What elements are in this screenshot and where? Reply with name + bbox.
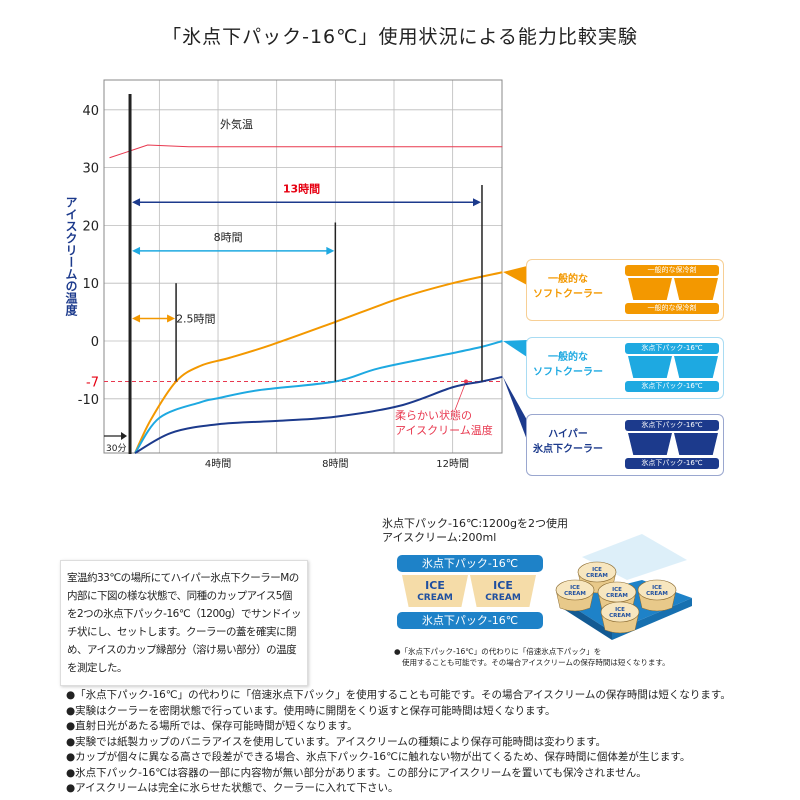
callout-soft-cooler-standard-pack: 一般的なソフトクーラー 一般的な保冷剤 一般的な保冷剤 [526,259,724,321]
experiment-description: 室温約33℃の場所にてハイパー氷点下クーラーMの内部に下図の様な状態で、同種のカ… [67,572,302,674]
callout-label: ハイパー [548,429,588,440]
setup-line1: 氷点下パック-16℃:1200gを2つ使用 [382,517,569,530]
callout-pointer [503,377,527,440]
series-line-3 [134,375,503,455]
note-item: ●実験では紙製カップのバニラアイスを使用しています。アイスクリームの種類により保… [66,735,607,748]
note-item: ●「氷点下パック-16℃」の代わりに「倍速氷点下パック」を使用することも可能です… [66,689,731,701]
svg-text:ICE: ICE [652,585,662,591]
plot-frame [103,79,503,454]
setup-line2: アイスクリーム:200ml [382,531,497,544]
svg-text:CREAM: CREAM [586,573,608,579]
note-item: ●実験はクーラーを密閉状態で行っています。使用時に開閉をくり返すと保存可能時間は… [66,704,556,717]
pack-bar: 氷点下パック-16℃ [625,343,719,354]
pack-bar: 一般的な保冷剤 [625,265,719,276]
y-tick-label: 0 [91,335,99,350]
cup-text: ICE [425,579,445,592]
span-arrow-head [472,198,481,207]
threshold-leader [454,381,467,411]
span-arrow-head [132,246,141,255]
callout-label: 一般的な [548,352,588,363]
y-axis-label: アイスクリームの温度 [64,196,78,316]
cup-shape [628,356,672,378]
cup-shape [674,356,718,378]
series-line-2 [134,340,503,454]
pack-bar: 氷点下パック-16℃ [625,381,719,392]
note-item: ●氷点下パック-16℃は容器の一部に内容物が無い部分があります。この部分にアイス… [66,766,647,779]
callout-pointer [503,266,527,285]
x-tick-label: 4時間 [205,458,231,470]
span-label: 13時間 [283,181,320,195]
notes-list: ●「氷点下パック-16℃」の代わりに「倍速氷点下パック」を使用することも可能です… [66,688,731,797]
svg-text:ICE: ICE [612,587,622,593]
start-label: 30分 [106,443,126,454]
callout-label: ソフトクーラー [533,367,603,378]
setup-note-line2: 使用することも可能です。その場合アイスクリームの保存時間は短くなります。 [402,658,670,667]
setup-note: ●「氷点下パック-16℃」の代わりに「倍速氷点下パック」を 使用することも可能で… [394,646,670,668]
svg-text:CREAM: CREAM [564,591,586,597]
callout-hyper-cooler: ハイパー氷点下クーラー 氷点下パック-16℃ 氷点下パック-16℃ [526,414,724,476]
pack-bar: 氷点下パック-16℃ [625,458,719,469]
span-label: 2.5時間 [176,312,216,325]
page-title: 「氷点下パック-16℃」使用状況による能力比較実験 [162,26,638,48]
start-arrow-head [121,432,128,440]
callout-pointer [503,340,527,357]
span-arrow-head [167,314,176,323]
pack-bar: 氷点下パック-16℃ [625,420,719,431]
cup-shape [628,433,672,455]
svg-text:ICE: ICE [615,607,625,613]
series-line-1 [134,271,503,454]
cup-shape [628,278,672,300]
pack-bottom: 氷点下パック-16℃ [397,612,543,629]
temperature-chart: 40 30 20 10 0 -7 -10 4時間 8時間 12時間 柔らかい状態のアイスクリーム温度… [78,79,527,470]
callout-label: 一般的な [548,274,588,285]
span-arrow-head [132,314,141,323]
note-item: ●カップが個々に異なる高さで段差ができる場合、氷点下パック-16℃に触れない物が… [66,751,691,763]
series-line-outside-temp [109,144,503,159]
pack-bar: 一般的な保冷剤 [625,303,719,314]
note-item: ●直射日光があたる場所では、保存可能時間が短くなります。 [66,720,358,732]
setup-specs: 氷点下パック-16℃:1200gを2つ使用 アイスクリーム:200ml [382,517,568,545]
svg-text:CREAM: CREAM [609,613,631,619]
x-tick-label: 8時間 [322,458,348,470]
svg-text:CREAM: CREAM [646,591,668,597]
svg-text:ICE: ICE [592,567,602,573]
threshold-label: 柔らかい状態の [395,408,472,422]
svg-text:CREAM: CREAM [606,593,628,599]
y-tick-label: -10 [78,393,99,408]
threshold-label: アイスクリーム温度 [395,423,493,437]
span-arrow-head [132,198,141,207]
y-tick-label: 10 [82,277,99,292]
note-item: ●アイスクリームは完全に氷らせた状態で、クーラーに入れて下さい。 [66,782,399,794]
y-tick-label: 20 [82,219,99,234]
setup-note-line1: ●「氷点下パック-16℃」の代わりに「倍速氷点下パック」を [394,647,602,656]
cup-text: CREAM [417,593,453,603]
cup-text: ICE [493,579,513,592]
cup-shape [674,278,718,300]
x-tick-label: 12時間 [436,458,469,470]
span-arrow-head [326,246,335,255]
callout-label: ソフトクーラー [533,289,603,300]
experiment-description-box: 室温約33℃の場所にてハイパー氷点下クーラーMの内部に下図の様な状態で、同種のカ… [60,560,308,686]
y-tick-label: 40 [82,104,99,119]
cup-text: CREAM [485,593,521,603]
svg-text:ICE: ICE [570,585,580,591]
outside-temp-label: 外気温 [220,117,253,131]
cup-shape [674,433,718,455]
callout-label: 氷点下クーラー [533,444,603,455]
pack-top: 氷点下パック-16℃ [397,555,543,572]
y-tick-label: 30 [82,162,99,177]
span-label: 8時間 [214,231,243,244]
callout-soft-cooler-16-pack: 一般的なソフトクーラー 氷点下パック-16℃ 氷点下パック-16℃ [526,337,724,399]
y-tick-label: -7 [86,375,99,390]
